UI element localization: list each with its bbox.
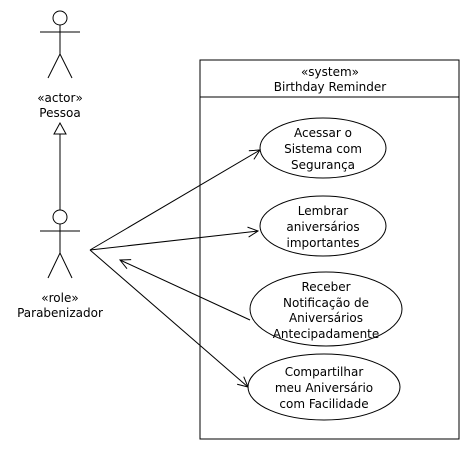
actor-parabenizador-stereotype: «role» [41,291,78,305]
system-name: Birthday Reminder [274,80,387,94]
use-case-label-line: Receber [301,280,350,294]
use-case-label-line: importantes [287,236,360,250]
association-compartilhar [89,249,248,387]
associations [89,150,260,387]
use-case-label-line: Acessar o [294,126,352,140]
use-case-label-line: Compartilhar [285,365,364,379]
actor-pessoa-name: Pessoa [39,106,80,120]
actor-pessoa-stereotype: «actor» [37,91,83,105]
actor-parabenizador-figure-icon [40,209,80,279]
generalization-arrow [53,121,67,210]
association-acessar [89,150,260,251]
system-boundary: «system» Birthday Reminder [199,59,460,440]
use-case-label-line: Segurança [291,158,355,172]
system-stereotype: «system» [301,65,359,79]
use-case-label-line: aniversários [286,220,359,234]
actor-pessoa-figure-icon [40,10,80,79]
association-lembrar [89,231,258,251]
use-case-label-line: Aniversários [289,311,363,325]
use-case-label-line: Antecipadamente [273,327,380,341]
association-receber [120,260,251,321]
use-case-label-line: Lembrar [298,204,348,218]
use-case-label-line: Notificação de [283,296,369,310]
use-case-compartilhar-aniversario[interactable]: Compartilhar meu Aniversário com Facilid… [247,353,401,421]
use-case-label-line: com Facilidade [279,397,368,411]
use-case-label-line: meu Aniversário [275,381,373,395]
use-case-receber-notificacao[interactable]: Receber Notificação de Aniversários Ante… [249,271,403,347]
actor-parabenizador-name: Parabenizador [17,306,103,320]
actor-pessoa[interactable]: «actor» Pessoa [37,10,83,120]
use-case-label-line: Sistema com [284,142,362,156]
use-case-acessar-sistema[interactable]: Acessar o Sistema com Segurança [259,117,387,179]
actor-parabenizador[interactable]: «role» Parabenizador [17,209,103,320]
use-case-lembrar-aniversarios[interactable]: Lembrar aniversários importantes [259,195,387,257]
